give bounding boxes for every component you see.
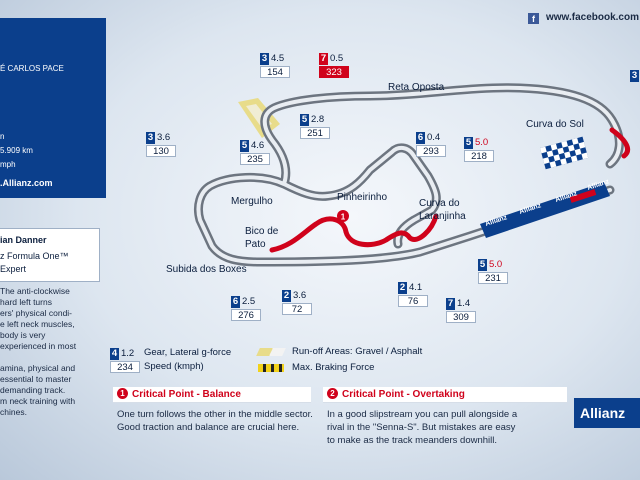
expert-quote-line: amina, physical and — [0, 363, 76, 373]
critical-marker-1 — [337, 210, 349, 222]
track-surface — [196, 85, 622, 264]
info-url-link[interactable]: .Allianz.com — [0, 178, 53, 188]
critical-point-1-title: Critical Point - Balance — [132, 389, 241, 400]
facebook-icon[interactable]: f — [528, 13, 539, 24]
critical-point-1-number: 1 — [117, 388, 128, 399]
expert-name: ian Danner — [0, 235, 47, 245]
circuit-info-panel: É CARLOS PACE n 5.909 km mph .Allianz.co… — [0, 18, 106, 198]
expert-quote-line: m neck training with — [0, 396, 76, 406]
critical-sector-2 — [609, 127, 630, 159]
expert-quote-line: demanding track. — [0, 385, 66, 395]
circuit-name: É CARLOS PACE — [0, 64, 64, 73]
critical-point-2-header: 2 Critical Point - Overtaking — [323, 387, 567, 403]
expert-quote-line: experienced in most — [0, 341, 77, 351]
facebook-link[interactable]: www.facebook.com — [546, 12, 639, 23]
critical-point-2-text: In a good slipstream you can pull alongs… — [327, 409, 518, 446]
legend-braking-label: Max. Braking Force — [292, 362, 375, 373]
expert-quote-line: The anti-clockwise — [0, 286, 70, 296]
expert-quote-line: chines. — [0, 407, 27, 417]
corner-mergulho: Mergulho — [231, 196, 273, 207]
braking-zone — [569, 189, 597, 203]
expert-quote-line: hard left turns — [0, 297, 52, 307]
expert-role: Expert — [0, 264, 27, 274]
critical-point-1-text: One turn follows the other in the middle… — [117, 409, 313, 433]
corner-reta-oposta: Reta Oposta — [388, 82, 445, 93]
expert-quote-line: e left neck muscles, — [0, 319, 75, 329]
braking-swatch-icon — [258, 364, 284, 372]
checkered-flag-icon — [540, 136, 589, 170]
corner-curva-do-sol: Curva do Sol — [526, 119, 584, 130]
expert-quote-line: essential to master — [0, 374, 72, 384]
critical-point-2-title: Critical Point - Overtaking — [342, 389, 465, 400]
corner-pinheirinho: Pinheirinho — [337, 192, 388, 203]
expert-title: z Formula One™ — [0, 251, 69, 261]
runoff-swatch-icon — [256, 348, 286, 356]
legend-speed-label: Speed (kmph) — [144, 361, 204, 372]
legend-gear-label: Gear, Lateral g-force — [144, 347, 232, 358]
critical-point-1-header: 1 Critical Point - Balance — [113, 387, 311, 403]
expert-quote-line: ers' physical condi- — [0, 308, 73, 318]
corner-badge: 3 — [630, 70, 639, 82]
info-line-b: 5.909 km — [0, 146, 33, 155]
critical-marker-1-label: 1 — [341, 213, 346, 222]
critical-sector-1 — [269, 213, 439, 253]
allianz-logo[interactable]: Allianz — [574, 398, 640, 428]
expert-quote-line: body is very — [0, 330, 46, 340]
info-line-c: mph — [0, 160, 16, 169]
expert-card: ian Danner z Formula One™ Expert — [0, 228, 100, 282]
critical-point-2-number: 2 — [327, 388, 338, 399]
corner-subida-dos-boxes: Subida dos Boxes — [166, 264, 247, 275]
info-line-a: n — [0, 132, 5, 141]
legend-runoff-label: Run-off Areas: Gravel / Asphalt — [292, 346, 423, 357]
